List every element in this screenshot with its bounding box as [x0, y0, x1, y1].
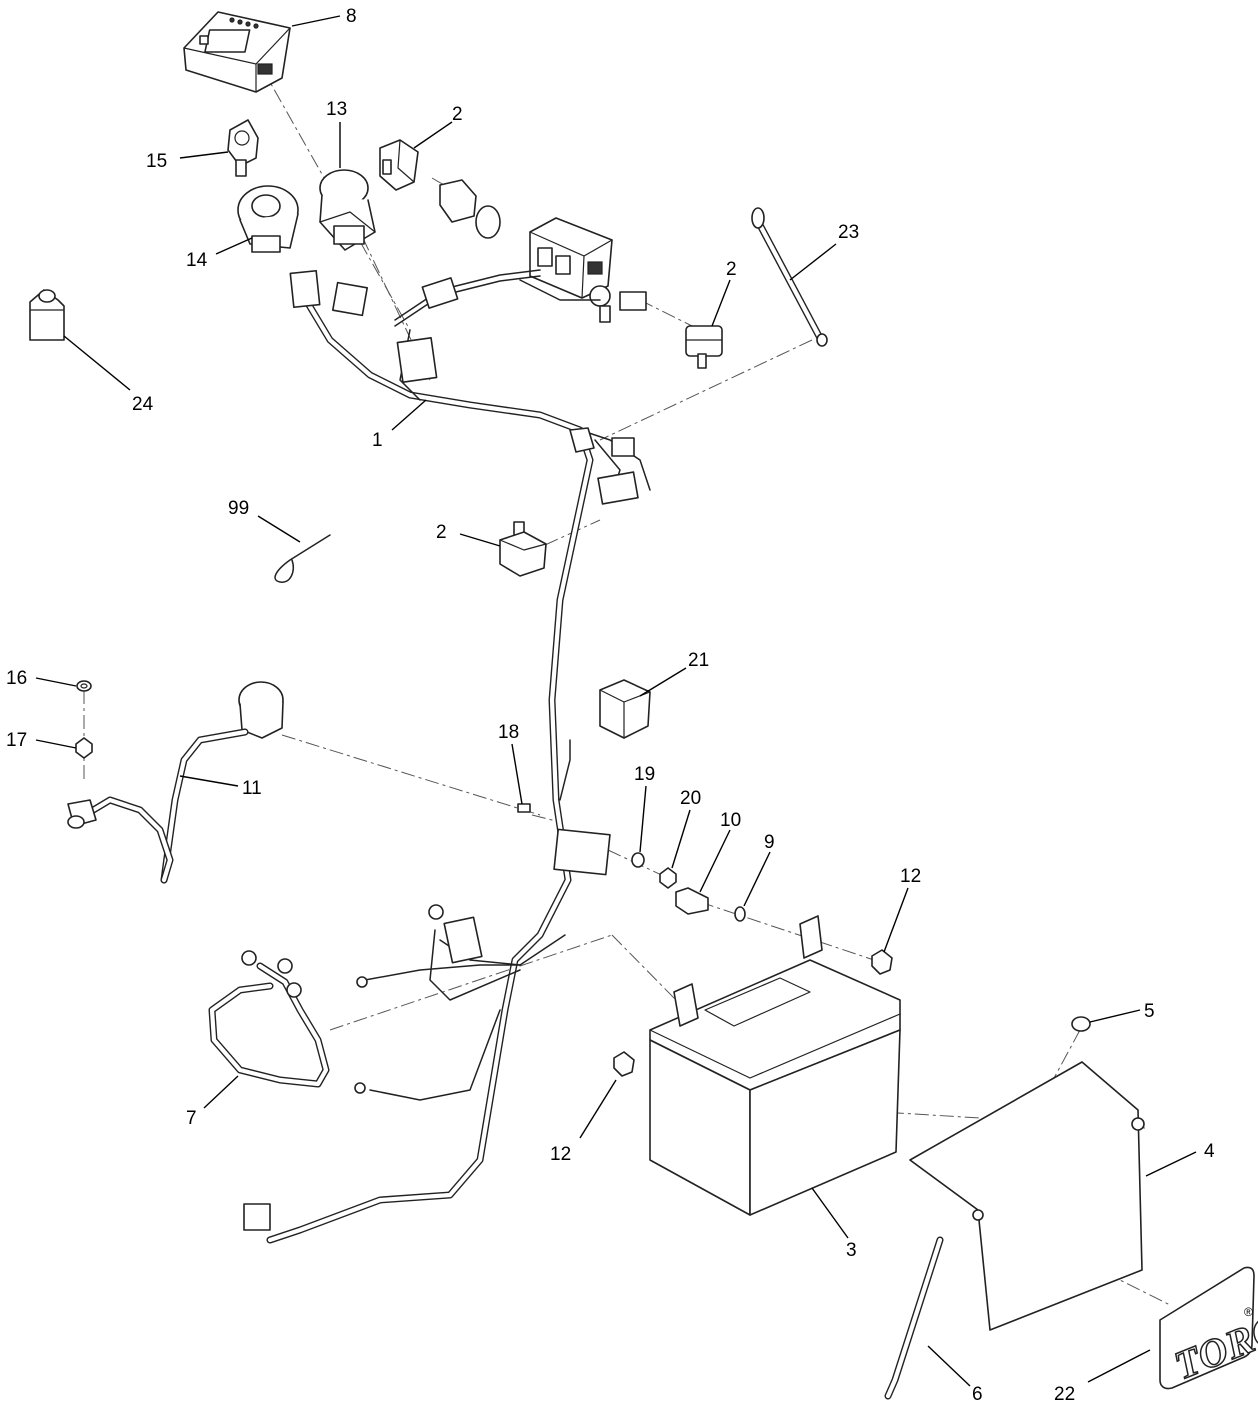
callout-4: 4 [1204, 1141, 1215, 1162]
callout-23: 23 [838, 222, 859, 243]
hold-down-rod [884, 1236, 944, 1400]
fuse-block [529, 217, 647, 323]
interlock-switch-right [685, 325, 723, 369]
bolt-18 [517, 803, 531, 813]
battery-nuts [613, 949, 893, 1077]
callout-11: 11 [242, 778, 262, 799]
terminal-boot [29, 289, 65, 341]
interlock-switch-middle [499, 521, 547, 577]
battery-cable [208, 950, 330, 1088]
registered-mark: ® [1244, 1305, 1253, 1319]
callout-13: 13 [326, 99, 347, 120]
callout-14: 14 [186, 250, 208, 271]
callout-2-middle: 2 [436, 522, 447, 543]
ignition-switch [237, 185, 299, 253]
callout-9: 9 [764, 832, 775, 853]
callout-24: 24 [132, 394, 154, 415]
callout-17: 17 [6, 730, 27, 751]
callout-18: 18 [498, 722, 519, 743]
callout-99: 99 [228, 498, 249, 519]
battery [649, 915, 901, 1216]
washer-nut-19-20 [631, 852, 677, 889]
callout-21: 21 [688, 650, 709, 671]
callout-12-right: 12 [900, 866, 921, 887]
relay [599, 679, 651, 739]
ground-cable [751, 207, 828, 347]
callout-3: 3 [846, 1240, 857, 1261]
callout-19: 19 [634, 764, 655, 785]
interlock-switch-top [379, 139, 501, 239]
callout-2-top: 2 [452, 104, 463, 125]
callout-16: 16 [6, 668, 27, 689]
bolt-and-washer [675, 887, 746, 922]
leader-lines [35, 15, 1197, 1387]
pto-switch [319, 169, 376, 251]
washer-and-nut [75, 680, 93, 759]
callout-12-left: 12 [550, 1144, 571, 1165]
callout-6: 6 [972, 1384, 983, 1405]
callout-10: 10 [720, 810, 741, 831]
callout-7: 7 [186, 1108, 197, 1129]
battery-cover [909, 1061, 1145, 1331]
main-wire-harness [243, 269, 651, 1244]
starter-cable [67, 681, 284, 884]
ignition-key [227, 119, 259, 177]
hold-down-knob [1071, 1016, 1091, 1032]
callout-20: 20 [680, 788, 701, 809]
callout-1: 1 [372, 430, 383, 451]
callout-15: 15 [146, 151, 167, 172]
callout-5: 5 [1144, 1001, 1155, 1022]
callout-2-right: 2 [726, 259, 737, 280]
cable-tie [274, 534, 331, 583]
callout-22: 22 [1054, 1384, 1075, 1405]
callout-labels: 8 13 2 15 23 14 2 24 1 99 2 21 16 17 18 … [6, 6, 1215, 1405]
callout-8: 8 [346, 6, 357, 27]
toro-decal: TORO ® [1159, 1266, 1258, 1390]
hour-meter [183, 11, 291, 93]
